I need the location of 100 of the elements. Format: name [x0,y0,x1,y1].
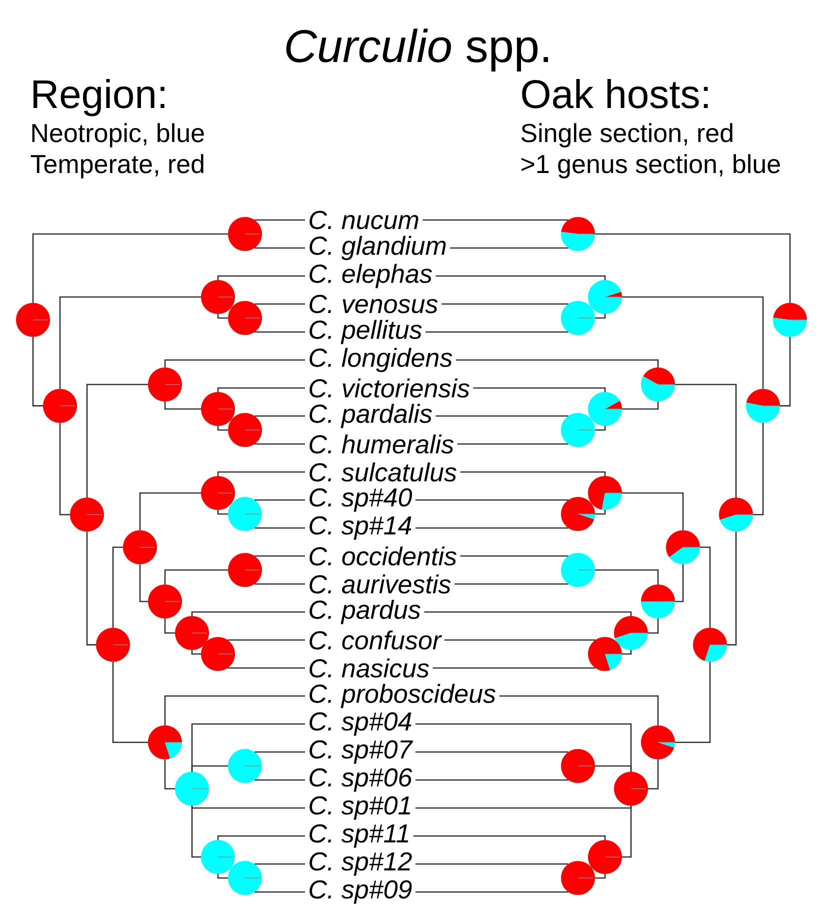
pie-marker [96,628,130,662]
tree-branch [622,650,632,655]
pie-marker [228,301,262,335]
tree-branch [675,564,684,602]
pie-marker [175,616,209,650]
pie-marker [614,772,648,806]
tree-branch [217,275,305,280]
species-label: C. pellitus [310,320,422,344]
tree-branch [595,426,606,431]
pie-marker [641,368,675,402]
pie-marker [561,861,595,895]
tree-branch [436,275,606,280]
tree-branch [86,384,148,498]
pie-marker [561,217,595,251]
species-label: C. pardus [310,600,420,624]
tree-branch [753,422,764,516]
tree-branch [622,296,764,389]
pie-marker [561,301,595,335]
tree-branch [595,510,606,515]
heading: Oak hosts: [522,79,708,108]
title: Curculio spp. [286,28,548,72]
pie-marker [773,302,807,337]
tree-branch [164,618,175,634]
pie-marker [148,725,182,760]
legend-note: Single section, red [521,123,732,148]
tree-branch [675,384,737,498]
tree-branch [444,639,596,641]
tree-branch [217,510,228,515]
tree-branch [441,303,568,305]
species-label: C. humeralis [310,434,454,454]
species-label: C. confusor [310,630,442,650]
tree-branch [415,527,568,529]
tree-branch [460,471,606,476]
tree-branch [436,415,568,417]
pie-marker [228,861,262,895]
tree-branch [164,695,305,726]
species-label: C. sp#04 [310,712,412,736]
pie-marker [228,217,262,251]
legend-note: Neotropic, blue [32,123,204,148]
pie-marker [614,616,648,650]
tree-branch [254,415,305,417]
pie-marker [641,725,675,760]
tree-branch [191,611,305,616]
tree-branch [727,532,737,646]
pie-marker [16,302,50,337]
pie-marker [228,497,262,531]
pie-marker [201,280,235,314]
pie-marker [201,392,235,426]
pie-marker [719,498,753,532]
tree-branch [217,387,305,392]
tree-branch [164,359,305,368]
tree-branch [217,835,305,840]
tree-branch [414,835,606,840]
tree-branch [415,751,568,753]
pie-marker [175,772,209,806]
tree-branch [32,336,43,406]
tree-branch [454,583,568,585]
tree-branch [112,546,123,628]
tree-branch [622,806,632,858]
tree-branch [254,499,305,501]
tree-branch [422,219,568,221]
tree-branch [164,569,228,584]
tree-branch [254,779,305,781]
species-label: C. elephas [310,264,432,288]
pie-marker [693,628,727,662]
tree-branch [254,219,305,221]
tree-branch [648,759,659,790]
pie-marker [228,749,262,783]
pie-marker [641,584,675,618]
tree-branch [254,891,305,893]
species-label: C. sulcatulus [310,462,456,482]
tree-branch [415,806,632,809]
tree-branch [254,331,305,333]
species-label: C. occidentis [310,546,456,566]
tree-branch [622,402,659,410]
pie-marker [43,388,77,423]
pie-marker [561,553,595,587]
tree-branch [217,471,305,476]
tree-branch [32,233,228,303]
pie-marker [588,476,622,510]
tree-branch [499,695,659,726]
tree-branch [217,426,228,431]
tree-branch [675,662,711,744]
tree-branch [191,806,201,858]
tree-branch [217,874,228,879]
species-label: C. pardalis [310,404,432,428]
tree-branch [450,247,568,249]
species-label: C. sp#09 [310,880,412,904]
pie-marker [148,584,182,618]
species-label: C. victoriensis [310,378,470,398]
pie-marker [201,476,235,510]
tree-branch [191,806,305,809]
tree-branch [217,314,228,319]
legend-note: Temperate, red [30,154,204,178]
tree-branch [254,555,305,557]
tree-branch [254,751,305,753]
tree-branch [595,314,606,319]
tree-branch [460,555,568,557]
tree-branch [595,874,606,879]
species-label: C. longidens [310,348,452,372]
